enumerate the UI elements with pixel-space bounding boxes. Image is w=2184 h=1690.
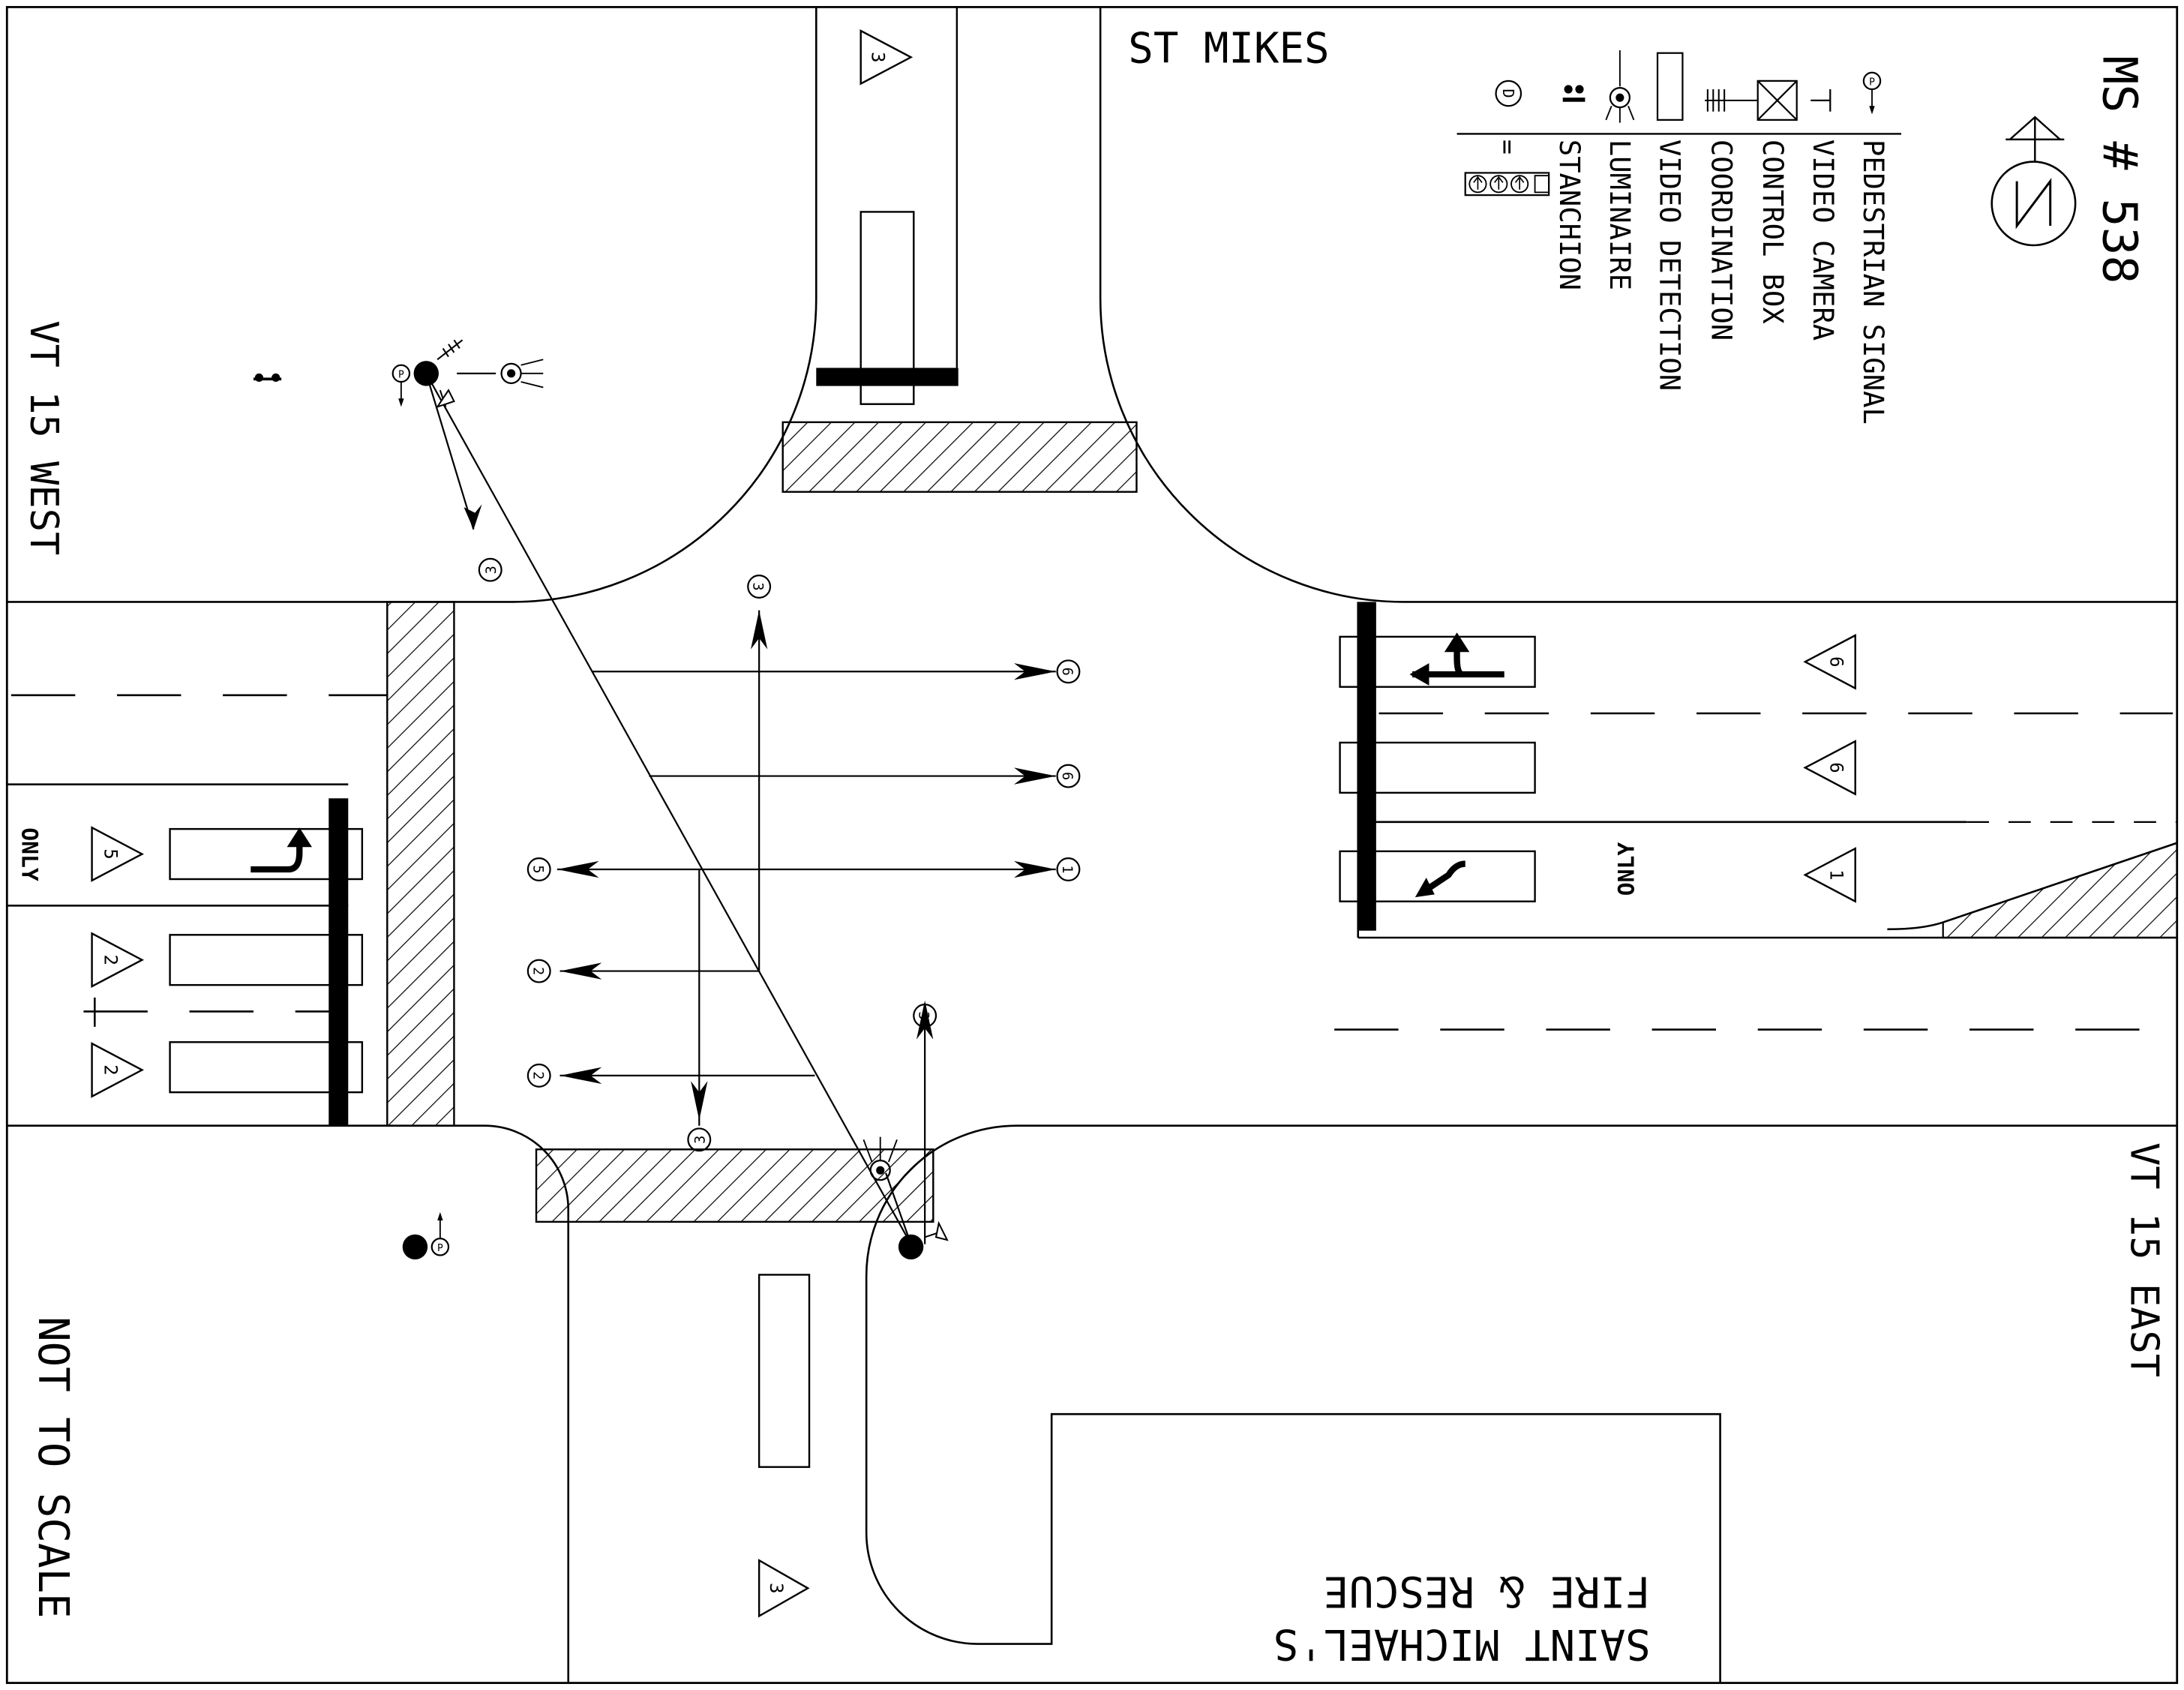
building-name-line2: FIRE & RESCUE [1324,1566,1651,1615]
stanchion-icon [1562,85,1586,102]
svg-text:6: 6 [1826,762,1846,773]
crosswalk-west [386,601,455,1127]
svg-text:2: 2 [530,1071,545,1079]
legend-label-control-box: CONTROL BOX [1756,140,1789,324]
video-camera-icon [924,1220,949,1241]
video-camera-icon [1810,89,1832,112]
north-arrow [1990,116,2077,247]
phase-triangle: 1 [1803,847,1856,903]
svg-text:3: 3 [750,582,766,590]
phase-triangle: 5 [91,826,145,882]
detection-zones [169,7,1536,1468]
luminaire-icon [500,359,544,389]
svg-text:3: 3 [693,1136,709,1144]
phase-triangle: 3 [860,29,914,86]
svg-text:P: P [1869,77,1875,88]
svg-text:3: 3 [484,566,500,574]
street-name-west: VT 15 WEST [21,320,66,555]
stanchion-icon [254,373,282,382]
svg-text:2: 2 [530,967,545,975]
svg-text:6: 6 [1826,656,1846,668]
svg-text:1: 1 [1059,865,1075,873]
svg-text:5: 5 [100,848,121,860]
street-name-north: ST MIKES [1128,25,1329,74]
phase-circle: 2 [526,1063,551,1088]
phase-triangle: 2 [91,932,145,989]
phase-circle: 2 [526,959,551,983]
not-to-scale-note: NOT TO SCALE [28,1316,77,1618]
phase-triangle: 6 [1803,740,1856,796]
svg-text:3: 3 [916,1011,932,1019]
svg-text:5: 5 [530,865,545,873]
legend-label-video-detection: VIDEO DETECTION [1654,140,1686,391]
coordination-icon [1705,89,1758,112]
legend-label-stanchion: STANCHION [1553,140,1586,290]
only-marking-west: ONLY [16,827,43,881]
legend-label-coordination: COORDINATION [1705,140,1737,341]
crosswalk-south [535,1148,934,1223]
svg-text:P: P [398,369,404,380]
svg-text:1: 1 [1826,869,1846,881]
luminaire-icon [862,1136,898,1181]
legend-equals: = [1492,140,1522,155]
signal-pole-sw: P [402,1211,450,1259]
gore-area [1942,842,2178,939]
lane-dashes [10,694,2174,1031]
phase-circle: 3 [478,557,502,582]
only-marking-east: ONLY [1613,842,1640,896]
crosswalks [386,421,2178,1223]
labels: ST MIKES VT 15 WEST VT 15 EAST NOT TO SC… [16,25,2167,1668]
phase-circle: 5 [526,857,551,881]
phase-circle: 1 [1056,857,1081,881]
svg-text:3: 3 [766,1583,787,1594]
street-name-east: VT 15 EAST [2121,1142,2166,1377]
phase-circle: 6 [1056,764,1081,788]
video-camera-icon [435,389,455,409]
svg-text:3: 3 [868,52,889,63]
legend-label-pedestrian-signal: PEDESTRIAN SIGNAL [1857,140,1889,425]
svg-text:6: 6 [1059,668,1075,676]
luminaire-icon [1605,50,1635,123]
signal-head-icon [1464,172,1550,197]
phase-triangles: 3 6 6 1 5 2 2 3 [91,29,1856,1618]
pedestrian-signal-icon: P [392,364,411,407]
signal-pole-se [862,1136,949,1259]
svg-text:D: D [1499,89,1517,98]
svg-text:6: 6 [1059,772,1075,780]
legend: P D [1456,50,1901,425]
crosswalk-north [782,421,1138,493]
svg-text:2: 2 [100,1064,121,1076]
svg-text:P: P [437,1243,443,1254]
legend-label-video-camera: VIDEO CAMERA [1807,140,1839,341]
coordination-icon [436,339,464,361]
phase-triangle: 3 [758,1559,810,1618]
pedestrian-signal-icon: P [1862,71,1882,115]
building-name-line1: SAINT MICHAEL'S [1274,1619,1651,1668]
phase-circle: 3 [913,1004,938,1028]
phase-vectors [425,372,1056,1245]
svg-text:2: 2 [100,954,121,965]
d-symbol: D [1495,80,1522,107]
phase-circle: 6 [1056,659,1081,684]
phase-circle: 3 [687,1127,712,1152]
control-box-icon [1756,80,1798,121]
legend-label-luminaire: LUMINAIRE [1604,140,1636,290]
ms-number: MS # 538 [2092,56,2147,284]
video-detection-icon [1656,52,1684,121]
phase-circle: 3 [747,575,772,599]
signal-pole-nw: P [392,339,544,409]
phase-triangle: 2 [91,1042,145,1098]
stop-bars [328,368,1376,1126]
phase-circles: 3 3 6 6 1 5 2 2 3 3 [478,557,1081,1152]
phase-triangle: 6 [1803,633,1856,690]
